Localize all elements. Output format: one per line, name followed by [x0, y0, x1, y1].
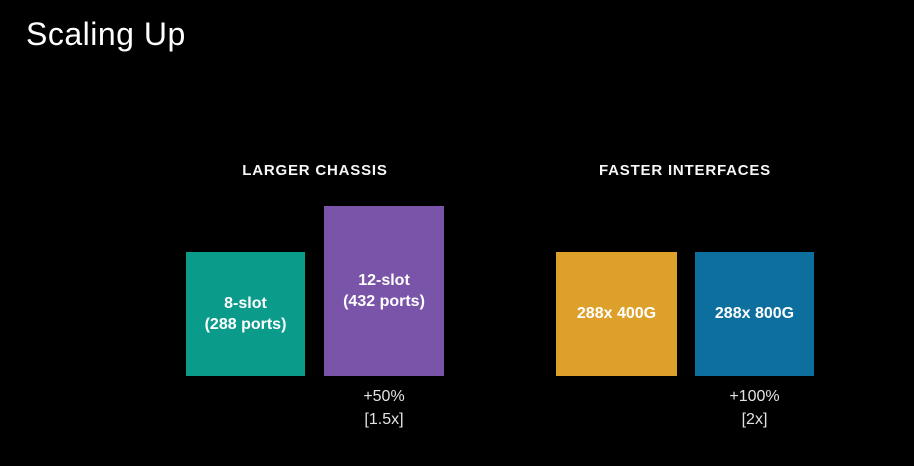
bar-288x-800g-label: 288x 800G [714, 305, 795, 323]
bar-8-slot-label: 8-slot (288 ports) [204, 294, 287, 333]
bar-288x-400g-label: 288x 400G [576, 305, 657, 323]
bar-288x-400g: 288x 400G [556, 252, 677, 376]
bar-288x-800g: 288x 800G [695, 252, 814, 376]
bar-12-slot: 12-slot (432 ports) [324, 206, 444, 376]
section-title-faster-interfaces: FASTER INTERFACES [599, 162, 771, 179]
annotation-faster-interfaces: +100% [2x] [729, 388, 780, 429]
bar-12-slot-label: 12-slot (432 ports) [343, 271, 425, 310]
annotation-larger-chassis: +50% [1.5x] [363, 388, 405, 429]
bar-8-slot: 8-slot (288 ports) [186, 252, 305, 376]
section-title-larger-chassis: LARGER CHASSIS [242, 162, 388, 179]
slide-title: Scaling Up [26, 16, 186, 52]
